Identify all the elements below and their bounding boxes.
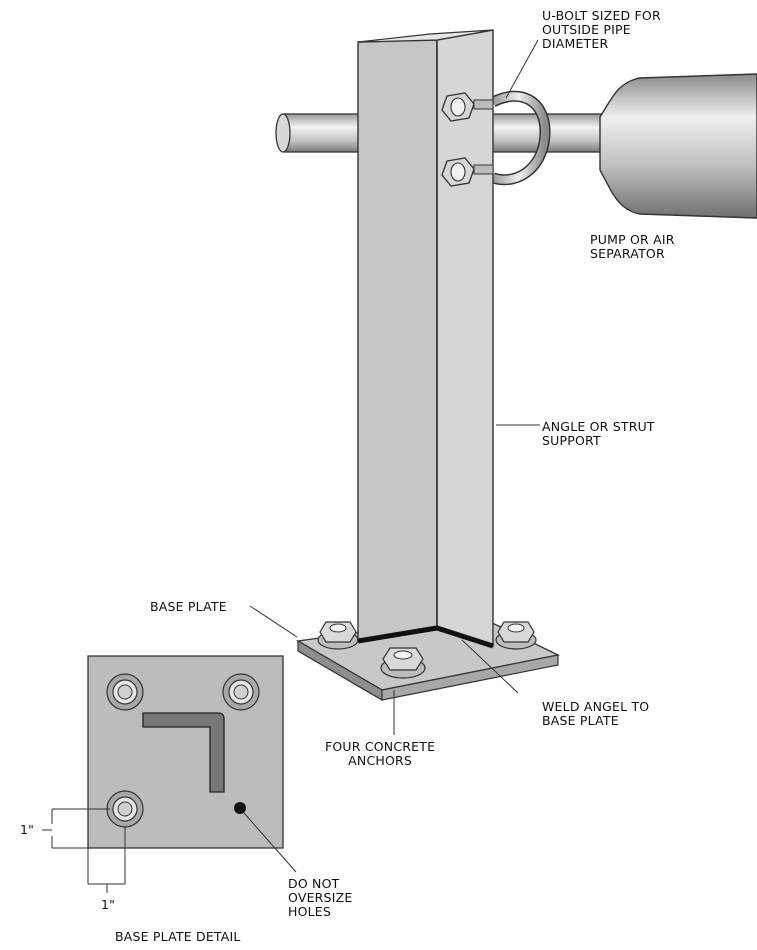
detail-anchor-bottom-left: [106, 790, 144, 828]
angle-support-label: ANGLE OR STRUT SUPPORT: [542, 419, 655, 448]
dimension-vertical-label: 1": [20, 822, 35, 837]
pump-body: [599, 73, 757, 219]
anchors-label: FOUR CONCRETE ANCHORS: [325, 739, 436, 768]
leader-lines: [249, 39, 540, 735]
angle-support: [357, 29, 494, 647]
dimension-horizontal-label: 1": [101, 897, 116, 912]
detail-angle-profile: [142, 712, 225, 793]
u-bolt: [490, 90, 551, 186]
anchor-nuts: [317, 621, 537, 679]
weld-label: WELD ANGEL TO BASE PLATE: [542, 699, 650, 728]
detail-anchor-top-right: [222, 673, 260, 711]
base-plate-detail: [42, 655, 297, 893]
detail-oversize-hole: [234, 802, 246, 814]
anchor-nut-back-left: [317, 621, 359, 650]
weld-line: [357, 625, 494, 649]
anchor-nut-front: [380, 647, 426, 679]
u-bolt-nut-bottom: [441, 157, 494, 187]
anchor-nut-right: [495, 621, 537, 650]
base-plate-detail-title: BASE PLATE DETAIL: [115, 929, 241, 944]
base-plate-label: BASE PLATE: [150, 599, 227, 614]
u-bolt-nuts: [441, 92, 494, 187]
oversize-holes-label: DO NOT OVERSIZE HOLES: [288, 876, 353, 919]
u-bolt-nut-top: [441, 92, 494, 122]
u-bolt-label: U-BOLT SIZED FOR OUTSIDE PIPE DIAMETER: [542, 8, 661, 51]
dimension-lines: [42, 808, 126, 893]
detail-anchor-top-left: [106, 673, 144, 711]
pump-label: PUMP OR AIR SEPARATOR: [590, 232, 675, 261]
